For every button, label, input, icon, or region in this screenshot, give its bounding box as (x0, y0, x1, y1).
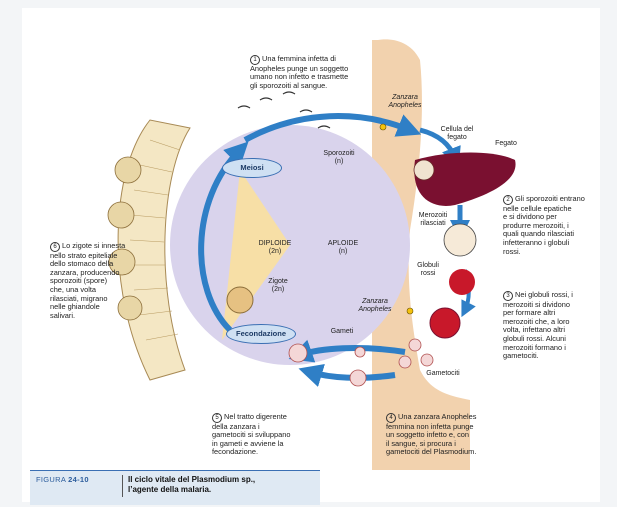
caption-line-2: l’agente della malaria. (128, 485, 211, 494)
liver (414, 153, 515, 206)
figure-caption: FIGURA 24-10 Il ciclo vitale del Plasmod… (30, 470, 320, 505)
figure-code-label: FIGURA (36, 475, 66, 484)
label-cellula-fegato: Cellula del fegato (432, 126, 482, 142)
step-1-text: Una femmina infetta di Anopheles punge u… (250, 54, 348, 90)
merozoite-cluster (444, 224, 476, 256)
label-aploide: APLOIDE (n) (318, 240, 368, 256)
label-zigote: Zigote (2n) (258, 278, 298, 294)
label-zanzara-top: Zanzara Anopheles (380, 94, 430, 110)
step-2-text: Gli sporozoiti entrano nelle cellule epa… (503, 194, 585, 256)
fertilization-label: Fecondazione (226, 324, 296, 344)
label-merozoiti: Merozoiti rilasciati (408, 212, 458, 228)
label-gametociti: Gametociti (418, 370, 468, 378)
label-sporozoiti: Sporozoiti (n) (314, 150, 364, 166)
step-4-text: Una zanzara Anopheles femmina non infett… (386, 412, 476, 457)
figure-number: 24-10 (68, 475, 89, 484)
infected-red-blood-cell (430, 308, 460, 338)
step-6-text: Lo zigote si innesta nello strato epitel… (50, 241, 125, 320)
caption-separator (122, 475, 123, 497)
red-blood-cell (449, 269, 475, 295)
step-5-text: Nel tratto digerente della zanzara i gam… (212, 412, 290, 457)
caption-line-1: Il ciclo vitale del Plasmodium sp., (128, 475, 255, 484)
label-diploide: DIPLOIDE (2n) (250, 240, 300, 256)
meiosis-label: Meiosi (222, 158, 282, 178)
zygote (227, 287, 253, 313)
figure-code: FIGURA 24-10 (36, 475, 89, 484)
label-gameti: Gameti (322, 328, 362, 336)
caption-text: Il ciclo vitale del Plasmodium sp., l’ag… (128, 475, 255, 494)
liver-cell (414, 160, 434, 180)
step-3-text: Nei globuli rossi, i merozoiti si divido… (503, 290, 573, 361)
label-globuli: Globuli rossi (408, 262, 448, 278)
label-fegato: Fegato (486, 140, 526, 148)
label-zanzara-bottom: Zanzara Anopheles (348, 298, 402, 314)
